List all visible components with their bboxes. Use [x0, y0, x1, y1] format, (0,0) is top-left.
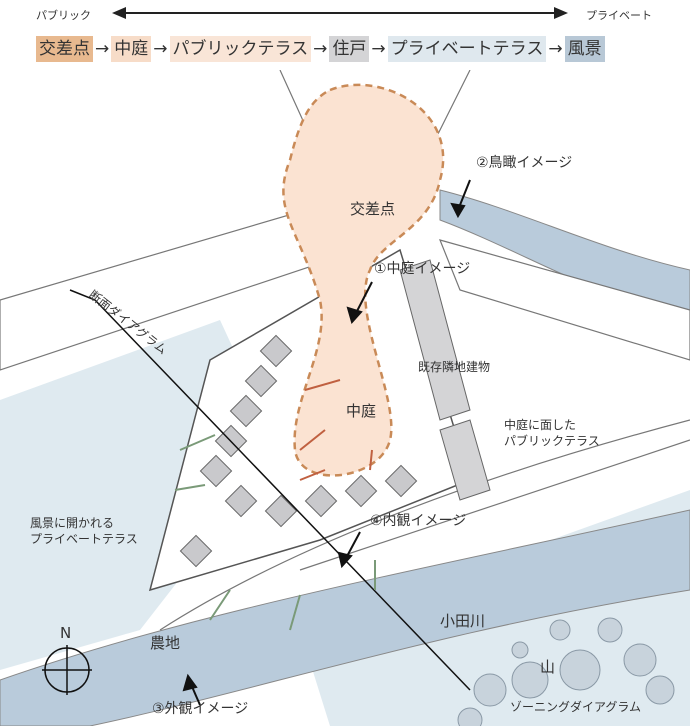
zoning-map	[0, 70, 690, 726]
seq-courtyard: 中庭	[111, 36, 152, 62]
courtyard-arrows	[299, 379, 373, 481]
label-exterior-view: ③外観イメージ	[152, 701, 249, 717]
label-bird-view: ②鳥瞰イメージ	[476, 155, 573, 171]
scale-public-label: パブリック	[36, 9, 91, 22]
label-river: 小田川	[440, 612, 486, 630]
public-zone	[282, 83, 445, 477]
existing-building	[399, 259, 471, 421]
zone-sequence-legend: 交差点 → 中庭 → パブリックテラス → 住戸 → プライベートテラス → 風…	[36, 36, 605, 62]
label-existing-building: 既存隣地建物	[418, 360, 491, 374]
road-right	[438, 239, 690, 361]
label-zoning-diagram: ゾーニングダイアグラム	[510, 700, 642, 714]
label-public-terrace-1: 中庭に面した	[504, 418, 577, 432]
label-public-terrace-2: パブリックテラス	[504, 434, 600, 448]
view-arrows	[182, 179, 471, 706]
seq-public-terrace: パブリックテラス	[169, 36, 312, 62]
terrace-block	[439, 419, 491, 501]
label-north: N	[60, 624, 72, 642]
publicity-scale-arrow	[112, 7, 568, 19]
seq-landscape: 風景	[564, 36, 605, 62]
seq-crossing: 交差点	[36, 36, 93, 62]
label-private-terrace-1: 風景に開かれる	[30, 516, 115, 530]
odagawa-river	[0, 509, 690, 726]
label-crossing: 交差点	[350, 200, 396, 218]
scale-private-label: プライベート	[586, 9, 652, 22]
label-mountain: 山	[540, 658, 556, 676]
label-interior-view: ④内観イメージ	[370, 513, 467, 529]
label-farmland: 農地	[150, 634, 181, 652]
mountain-trees	[457, 617, 675, 726]
label-courtyard: 中庭	[346, 402, 377, 420]
landscape-arrows	[174, 434, 376, 631]
stream	[439, 189, 690, 321]
north-compass	[42, 645, 92, 695]
seq-private-terrace: プライベートテラス	[387, 36, 547, 62]
seq-dwelling: 住戸	[329, 36, 370, 62]
label-private-terrace-2: プライベートテラス	[30, 532, 138, 546]
label-courtyard-view: ①中庭イメージ	[374, 261, 471, 277]
